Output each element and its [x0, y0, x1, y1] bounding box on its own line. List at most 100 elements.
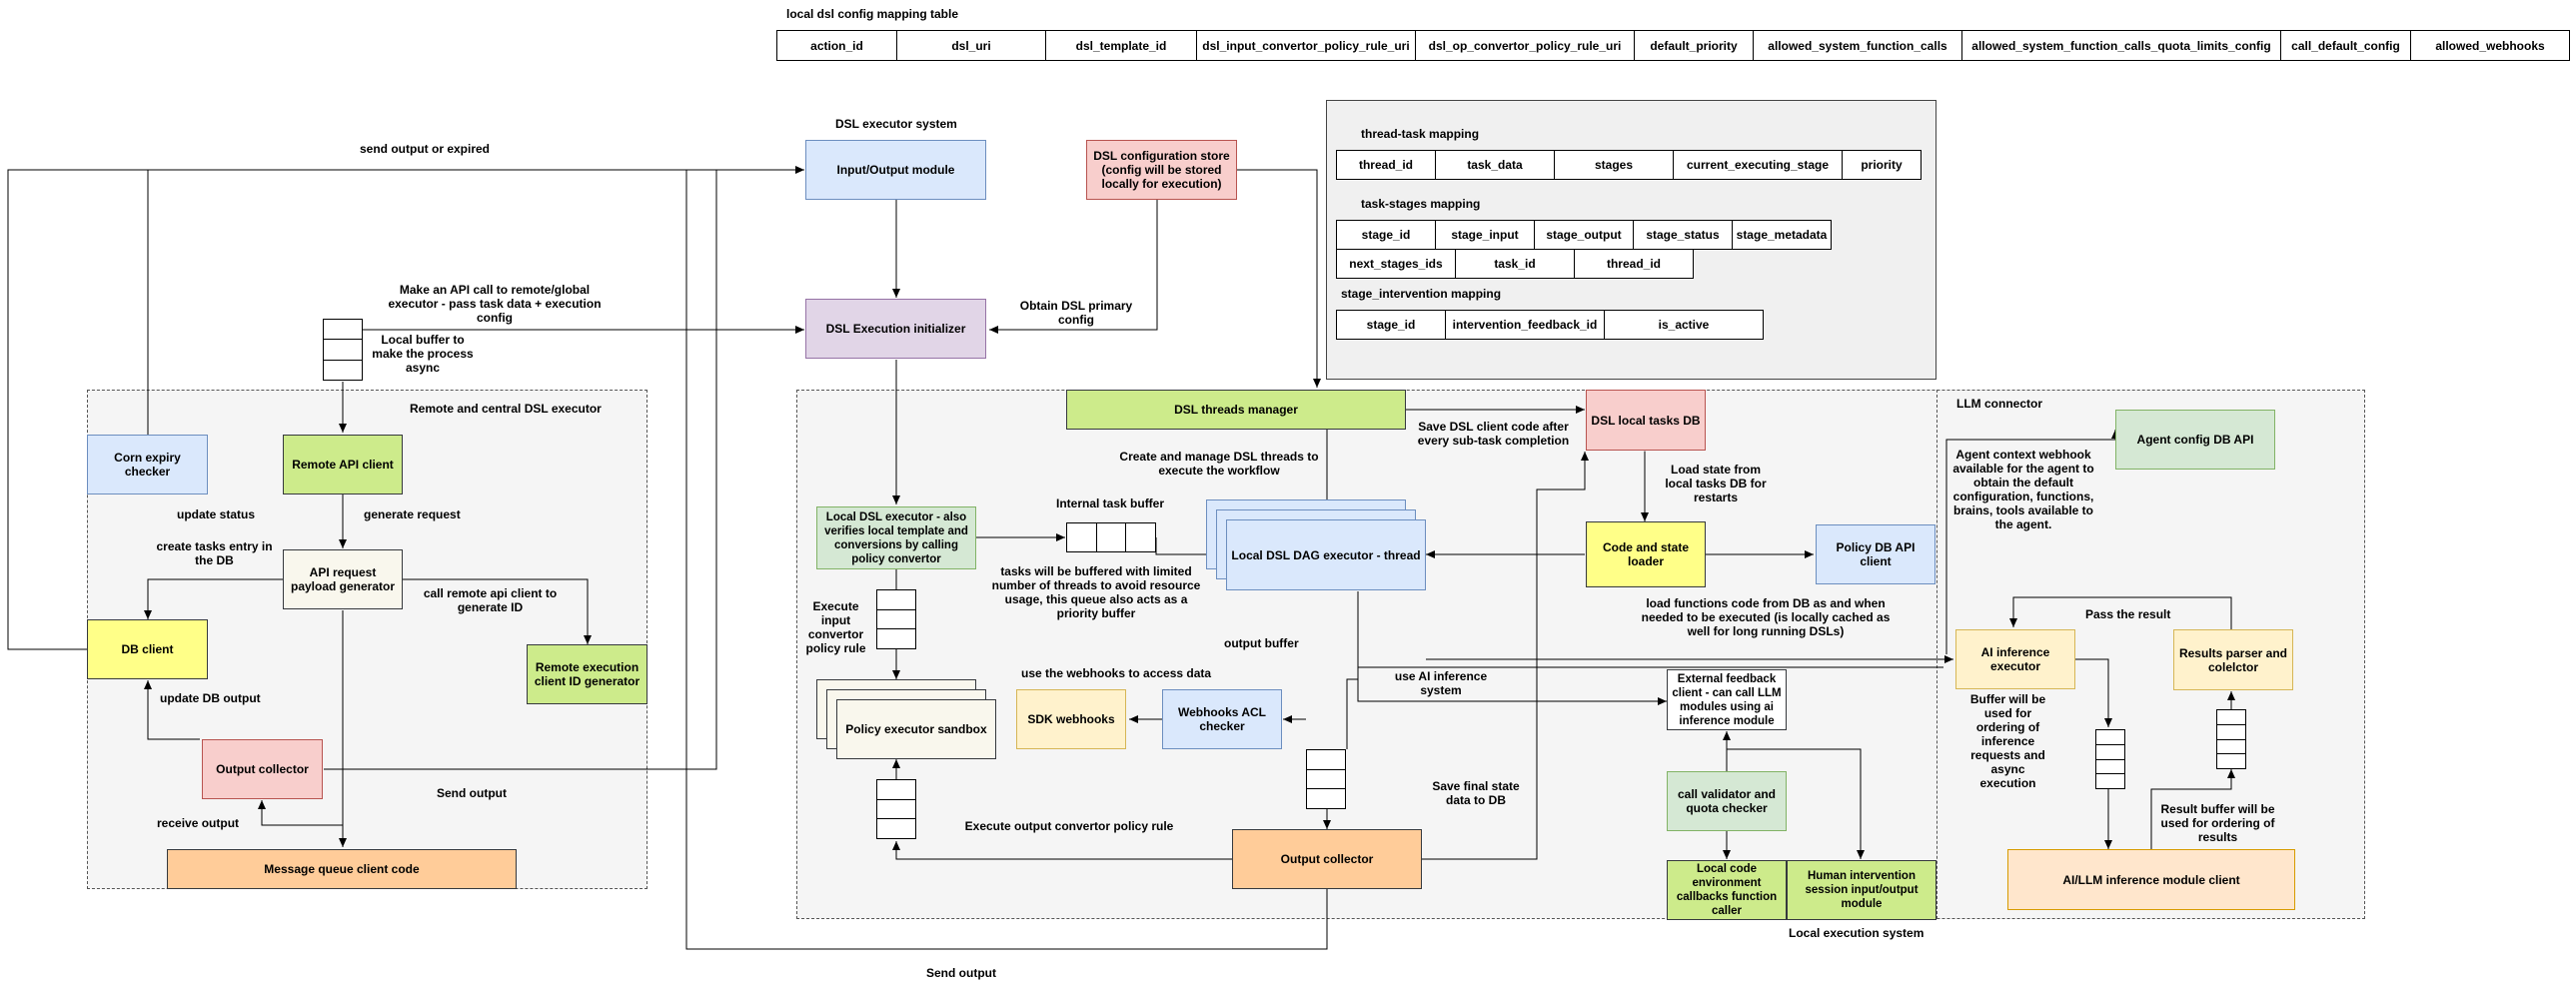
label-use-ai-inference: use AI inference system — [1394, 669, 1488, 697]
label-update-db-output: update DB output — [160, 691, 261, 705]
local-tasks-db[interactable]: DSL local tasks DB — [1586, 390, 1706, 451]
table-cell: stage_status — [1633, 220, 1733, 250]
label-result-buffer: Result buffer will be used for ordering … — [2160, 802, 2275, 844]
output-buffer — [1306, 749, 1346, 809]
label-create-manage-threads: Create and manage DSL threads to execute… — [1119, 450, 1319, 478]
table-cell: stages — [1554, 150, 1674, 180]
api-payload-generator[interactable]: API request payload generator — [283, 549, 403, 609]
wire-outcol-to-sandbox — [892, 841, 1232, 860]
webhooks-acl-checker[interactable]: Webhooks ACL checker — [1162, 689, 1282, 749]
label-save-final-state: Save final state data to DB — [1432, 779, 1520, 807]
label-local-buffer: Local buffer to make the process async — [372, 333, 474, 375]
stage-intervention-title: stage_intervention mapping — [1341, 287, 1502, 301]
label-use-webhooks: use the webhooks to access data — [1021, 666, 1212, 680]
internal-task-buffer — [1066, 522, 1156, 552]
remote-exec-id-generator[interactable]: Remote execution client ID generator — [527, 644, 647, 704]
table-cell: dsl_input_convertor_policy_rule_uri — [1196, 30, 1416, 61]
label-internal-buffer: Internal task buffer — [1056, 496, 1165, 510]
remote-region-label: Remote and central DSL executor — [410, 402, 602, 416]
llm-inference-client[interactable]: AI/LLM inference module client — [2007, 849, 2295, 910]
label-send-output-or-expired: send output or expired — [360, 142, 491, 156]
local-buffer — [323, 319, 363, 381]
label-execute-output-policy: Execute output convertor policy rule — [964, 819, 1174, 833]
llm-region-label: LLM connector — [1956, 397, 2042, 411]
wire-outcol-bottom — [685, 170, 1328, 950]
wire-inference-to-buf — [2074, 658, 2112, 727]
wire-dag-to-outbuf — [1346, 591, 1359, 749]
label-agent-context-webhook: Agent context webhook available for the … — [1952, 448, 2094, 531]
task-stages-title: task-stages mapping — [1361, 197, 1481, 211]
ai-inference-executor[interactable]: AI inference executor — [1955, 629, 2075, 689]
config-store[interactable]: DSL configuration store (config will be … — [1086, 140, 1237, 200]
wire-config-to-init — [989, 200, 1158, 334]
sdk-webhooks[interactable]: SDK webhooks — [1016, 689, 1126, 749]
corn-expiry-checker[interactable]: Corn expiry checker — [87, 435, 208, 494]
label-tasks-buffered: tasks will be buffered with limited numb… — [991, 564, 1201, 620]
mapping-table-title: local dsl config mapping table — [786, 7, 959, 21]
table-cell: dsl_template_id — [1045, 30, 1197, 61]
local-region-label: Local execution system — [1789, 926, 1925, 940]
result-buffer — [2216, 709, 2246, 769]
results-parser[interactable]: Results parser and colelctor — [2173, 629, 2293, 690]
label-send-output-mid: Send output — [437, 786, 507, 800]
table-cell: is_active — [1604, 310, 1764, 340]
label-pass-result: Pass the result — [2085, 607, 2171, 621]
table-cell: stage_id — [1336, 310, 1446, 340]
wire-mq-to-outcol — [258, 800, 343, 826]
label-obtain-config: Obtain DSL primary config — [1019, 299, 1133, 327]
table-cell: task_data — [1435, 150, 1555, 180]
label-output-buffer: output buffer — [1224, 636, 1299, 650]
label-update-status: update status — [177, 507, 256, 521]
label-load-state: Load state from local tasks DB for resta… — [1665, 463, 1767, 504]
output-collector-local[interactable]: Output collector — [1232, 829, 1422, 889]
wire-payload-to-idgen — [402, 578, 592, 644]
label-execute-input-policy: Execute input convertor policy rule — [805, 599, 866, 655]
table-cell: call_default_config — [2280, 30, 2411, 61]
label-create-tasks-entry: create tasks entry in the DB — [156, 539, 273, 567]
db-client[interactable]: DB client — [87, 619, 208, 679]
table-cell: stage_metadata — [1732, 220, 1832, 250]
mq-client-code[interactable]: Message queue client code — [167, 849, 517, 889]
code-state-loader[interactable]: Code and state loader — [1586, 521, 1706, 587]
table-cell: allowed_system_function_calls — [1753, 30, 1962, 61]
table-cell: default_priority — [1634, 30, 1754, 61]
llm-connector-divider — [1936, 390, 1937, 919]
policy-db-client[interactable]: Policy DB API client — [1816, 524, 1935, 584]
threads-manager[interactable]: DSL threads manager — [1066, 390, 1406, 430]
remote-api-client[interactable]: Remote API client — [283, 435, 403, 494]
wire-dag-to-feedback — [1357, 619, 1667, 705]
label-receive-output: receive output — [157, 816, 240, 830]
io-module[interactable]: Input/Output module — [805, 140, 986, 200]
local-dsl-executor[interactable]: Local DSL executor - also verifies local… — [816, 506, 976, 569]
input-policy-buffer — [876, 589, 916, 649]
external-feedback-client[interactable]: External feedback client - can call LLM … — [1667, 669, 1787, 730]
table-cell: allowed_webhooks — [2410, 30, 2570, 61]
output-collector-remote[interactable]: Output collector — [202, 739, 323, 799]
wire-db-to-io — [7, 166, 804, 650]
human-intervention-module[interactable]: Human intervention session input/output … — [1787, 860, 1936, 920]
label-send-output-bottom: Send output — [926, 966, 996, 980]
wire-split-to-human — [1727, 748, 1865, 859]
dsl-executor-system-label: DSL executor system — [835, 117, 957, 131]
wire-config-to-threads — [1237, 169, 1321, 388]
label-save-client-code: Save DSL client code after every sub-tas… — [1417, 420, 1570, 448]
label-buffer-inference: Buffer will be used for ordering of infe… — [1969, 692, 2046, 790]
call-validator[interactable]: call validator and quota checker — [1667, 771, 1787, 831]
exec-initializer[interactable]: DSL Execution initializer — [805, 299, 986, 359]
table-cell: next_stages_ids — [1336, 249, 1456, 279]
local-execution-region — [796, 390, 2365, 919]
wire-parser-to-inference — [2009, 596, 2232, 629]
agent-config-db-api[interactable]: Agent config DB API — [2115, 410, 2275, 470]
label-call-remote-api: call remote api client to generate ID — [423, 586, 558, 614]
table-cell: task_id — [1455, 249, 1575, 279]
inference-buffer — [2095, 729, 2125, 789]
policy-executor-sandbox[interactable]: Policy executor sandbox — [836, 699, 996, 759]
local-callbacks-caller[interactable]: Local code environment callbacks functio… — [1667, 860, 1787, 920]
dag-executor[interactable]: Local DSL DAG executor - thread — [1226, 519, 1426, 590]
table-cell: intervention_feedback_id — [1445, 310, 1605, 340]
